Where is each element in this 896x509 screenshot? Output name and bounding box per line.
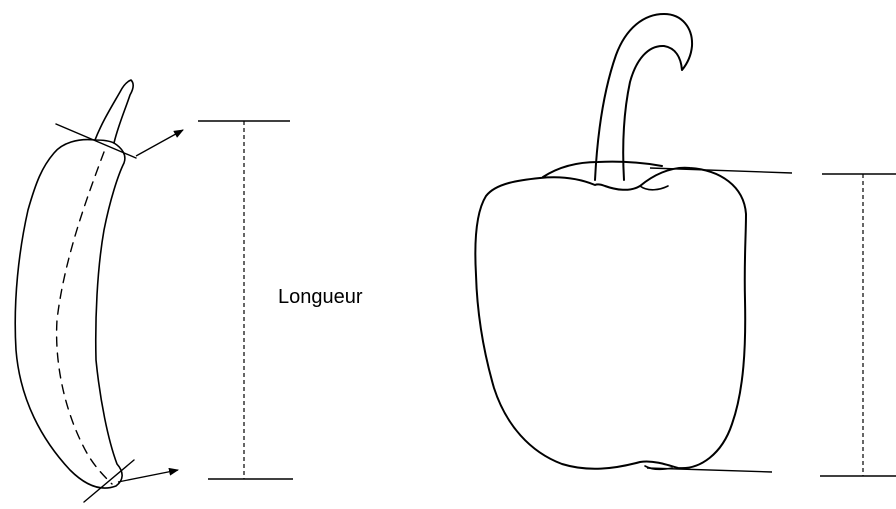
elongated-pepper-bottom-cut — [84, 460, 134, 502]
elongated-pepper-outline — [15, 140, 125, 488]
elongated-pepper-centerline — [57, 152, 112, 484]
elongated-pepper-top-cut — [56, 124, 136, 158]
bell-pepper-crease — [640, 186, 668, 190]
bell-pepper-outline — [475, 168, 746, 469]
bottom-pointer-arrow — [118, 470, 178, 482]
bell-pepper-stem — [595, 14, 692, 180]
top-pointer-arrow — [136, 130, 183, 156]
bell-pepper-top-reference — [650, 168, 792, 173]
height-measure-bar — [820, 174, 896, 476]
elongated-pepper-stem — [95, 80, 133, 143]
length-label: Longueur — [278, 287, 363, 307]
bell-pepper-figure — [475, 14, 746, 469]
bell-pepper-shoulder — [543, 162, 662, 177]
elongated-pepper-figure — [15, 80, 136, 502]
bell-pepper-bottom-reference — [647, 468, 772, 472]
